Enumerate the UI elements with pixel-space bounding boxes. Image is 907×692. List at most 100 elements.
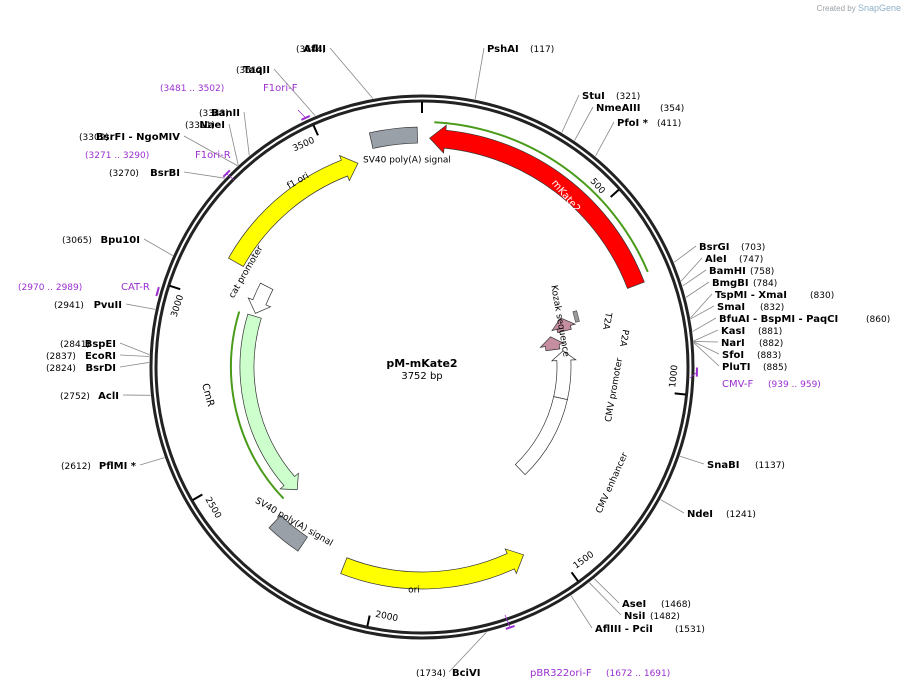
site-name-0: AflII: [303, 44, 326, 55]
backbone-outer-circle: [149, 94, 695, 640]
feature-label-2: T2A: [600, 310, 613, 331]
site-leader: [143, 238, 173, 256]
site-pos-22: (2941): [54, 301, 84, 311]
primer-leader: [689, 371, 698, 379]
site-name-20: PluTI: [722, 362, 750, 373]
site-name-28: NdeI: [687, 509, 713, 520]
site-name-26: AclI: [98, 391, 119, 402]
site-leader: [329, 47, 374, 99]
scale-tick: [169, 284, 181, 291]
site-name-1: PshAI: [487, 44, 519, 55]
primer-mark: [301, 115, 311, 121]
scale-tick: [570, 571, 579, 582]
mkate2-frame-line: [434, 121, 649, 273]
site-name-22: PvuII: [94, 300, 122, 311]
site-leader: [660, 499, 685, 514]
site-leader: [679, 455, 705, 465]
scale-tick-label: 1500: [572, 550, 597, 572]
site-name-24: EcoRI: [85, 351, 116, 362]
site-leader: [183, 171, 225, 179]
primer-range-0: (3481 .. 3502): [160, 84, 224, 94]
site-leader: [119, 362, 150, 368]
site-name-3: StuI: [582, 91, 605, 102]
site-leader: [589, 582, 622, 616]
site-leader: [119, 342, 150, 356]
site-name-5: PfoI *: [617, 118, 649, 129]
feature-arrows: [228, 121, 649, 590]
site-pos-0: (3644): [296, 45, 326, 55]
site-pos-28: (1241): [726, 510, 756, 520]
backbone-ring: [149, 94, 695, 640]
site-leader: [183, 135, 238, 167]
feature-7: [340, 548, 525, 590]
feature-label-5: CMV promoter: [604, 357, 625, 423]
kozak-marker: [572, 310, 580, 323]
site-pos-2: (3512): [236, 66, 266, 76]
plasmid-center: pM-mKate2 3752 bp: [386, 357, 457, 382]
site-leader: [561, 94, 580, 133]
scale-tick: [674, 392, 686, 396]
site-pos-26: (2752): [60, 392, 90, 402]
site-leader: [119, 354, 150, 357]
feature-0: [368, 126, 418, 149]
site-name-31: NsiI: [624, 611, 645, 622]
scale-tick-label: 3000: [170, 293, 187, 318]
feature-8: [268, 515, 308, 552]
scale-tick: [366, 615, 371, 627]
site-pos-25: (2824): [46, 364, 76, 374]
scale-tick-label: 3500: [291, 136, 316, 155]
scale-tick-label: 1000: [668, 364, 680, 388]
site-pos-11: (747): [739, 255, 763, 265]
site-leader: [693, 341, 720, 355]
site-pos-31: (1482): [650, 612, 680, 622]
primer-name-3: CMV-F: [722, 379, 753, 390]
site-leader: [673, 245, 697, 263]
site-name-16: BfuAI - BspMI - PaqCI: [719, 314, 838, 325]
site-name-13: BmgBI: [712, 278, 749, 289]
site-leader: [682, 269, 707, 287]
site-name-8: BsrFI - NgoMIV: [96, 132, 180, 143]
site-leader: [474, 47, 485, 100]
feature-10: [247, 282, 274, 314]
site-pos-14: (830): [810, 291, 834, 301]
scale-tick: [192, 493, 203, 501]
primer-leader: [297, 109, 306, 119]
site-name-10: BsrGI: [699, 242, 729, 253]
site-pos-4: (354): [660, 104, 684, 114]
feature-label-6: CMV enhancer: [595, 451, 631, 515]
site-name-32: AflIII - PciI: [595, 624, 653, 635]
site-pos-30: (1468): [661, 600, 691, 610]
site-leader: [693, 342, 720, 367]
snapgene-credit: Created by SnapGene: [817, 3, 901, 13]
site-name-33: BciVI: [452, 668, 480, 679]
site-leader: [570, 595, 593, 629]
primer-range-1: (3271 .. 3290): [85, 151, 149, 161]
feature-9: [239, 313, 299, 491]
site-name-7: NaeI: [199, 120, 225, 131]
site-pos-5: (411): [657, 119, 681, 129]
site-pos-7: (3311): [185, 121, 215, 131]
site-pos-17: (881): [758, 327, 782, 337]
site-leader: [685, 281, 710, 298]
feature-1: [429, 124, 645, 289]
site-pos-16: (860): [866, 315, 890, 325]
feature-label-7: ori: [408, 586, 420, 596]
site-pos-19: (883): [757, 351, 781, 361]
site-name-14: TspMI - XmaI: [715, 290, 787, 301]
plasmid-length: 3752 bp: [401, 371, 442, 382]
feature-6: [514, 396, 568, 476]
site-name-18: NarI: [721, 338, 745, 349]
site-name-9: BsrBI: [150, 168, 180, 179]
site-pos-9: (3270): [109, 169, 139, 179]
site-name-19: SfoI: [722, 350, 744, 361]
primer-name-2: CAT-R: [121, 282, 150, 293]
site-pos-8: (3309): [79, 133, 109, 143]
site-name-4: NmeAIII: [596, 103, 640, 114]
site-name-15: SmaI: [717, 302, 745, 313]
site-leader: [690, 293, 713, 319]
scale-tick-label: 2000: [374, 610, 399, 625]
site-leader: [690, 305, 715, 320]
site-leader: [692, 317, 717, 332]
site-name-29: PflMI *: [99, 461, 137, 472]
